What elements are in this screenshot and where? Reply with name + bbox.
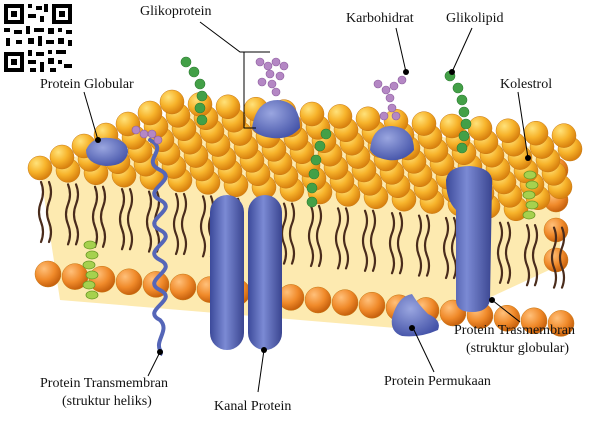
leader-dots — [95, 69, 531, 355]
label-glikolipid: Glikolipid — [446, 11, 504, 26]
lipid-head-lower — [547, 310, 575, 337]
lipid-tail — [64, 183, 72, 246]
lipid-head-lower — [115, 268, 143, 296]
globular-protein — [86, 137, 128, 166]
lipid-tail — [172, 192, 180, 256]
lipid-head — [159, 89, 185, 115]
lipid-tail — [361, 209, 369, 272]
glycoprotein-dome — [252, 100, 300, 139]
lipid-tail — [423, 214, 431, 277]
lipid-tail — [307, 204, 315, 268]
glycoprotein-chains — [131, 57, 407, 145]
lipid-tail — [315, 204, 323, 268]
lipid-tail — [342, 207, 350, 270]
lipid-tail — [523, 224, 531, 287]
lipid-tail — [396, 212, 404, 275]
label-glikoprotein: Glikoprotein — [140, 4, 212, 19]
transmembrane-helix-protein — [148, 138, 168, 352]
label-protein-permukaan: Protein Permukaan — [384, 374, 491, 389]
label-karbohidrat: Karbohidrat — [346, 11, 414, 26]
lipid-tail — [45, 180, 53, 244]
lipid-tail — [531, 224, 539, 287]
transmembrane-globular-protein — [446, 166, 493, 312]
lipid-bilayer — [27, 89, 583, 337]
lipid-head — [551, 123, 577, 148]
lipid-tail — [442, 216, 450, 280]
lipid-tail — [118, 188, 126, 251]
label-protein-transmembran-globular-2: (struktur globular) — [466, 341, 569, 356]
lipid-head-lower — [358, 291, 386, 319]
lipid-head-lower — [493, 304, 521, 332]
lipid-tail — [504, 221, 512, 284]
lipid-tail — [72, 183, 80, 246]
lipid-tail — [37, 180, 45, 244]
label-protein-transmembran-heliks-2: (struktur heliks) — [62, 394, 152, 409]
upper-leaflet-heads — [27, 89, 583, 222]
lipid-head — [215, 94, 241, 120]
lipid-tail — [199, 195, 207, 258]
lipid-head-lower — [34, 260, 62, 288]
lipid-tail — [550, 226, 558, 289]
channel-protein — [210, 195, 282, 350]
lipid-head — [495, 118, 521, 144]
lipid-tail — [496, 221, 504, 284]
lipid-head-lower — [169, 273, 197, 301]
leader-lines — [83, 21, 529, 393]
lipid-head-lower — [520, 307, 548, 335]
qr-code — [4, 4, 72, 72]
lipid-head — [49, 144, 75, 170]
lipid-tail — [369, 209, 377, 272]
label-protein-transmembran-heliks-1: Protein Transmembran — [40, 376, 168, 391]
label-kanal-protein: Kanal Protein — [214, 399, 291, 414]
lipid-tail — [288, 202, 296, 265]
lipid-head-side — [543, 247, 569, 273]
surface-protein — [391, 294, 439, 337]
lipid-tail — [180, 192, 188, 256]
lipid-head — [523, 120, 549, 146]
label-protein-transmembran-globular-1: Protein Trasmembran — [454, 323, 575, 338]
cholesterol-molecules — [82, 170, 539, 300]
lipid-tail — [91, 185, 99, 248]
lipid-head — [467, 116, 493, 141]
lipid-tail — [415, 214, 423, 277]
label-protein-globular: Protein Globular — [40, 77, 134, 92]
lipid-head-lower — [331, 289, 359, 316]
glycolipid-chains — [180, 56, 472, 208]
lipid-head — [355, 106, 381, 132]
lipid-tail — [99, 185, 107, 248]
carbohydrate-protein-dome — [370, 126, 414, 161]
label-kolestrol: Kolestrol — [500, 77, 552, 92]
lipid-head — [137, 100, 163, 126]
lipid-tail — [334, 207, 342, 270]
lipid-tail — [388, 212, 396, 275]
lipid-tail — [558, 226, 566, 289]
lipid-head — [299, 101, 325, 127]
lipid-head — [411, 111, 437, 136]
lipid-head — [27, 155, 53, 181]
lipid-tail — [145, 190, 153, 253]
lipid-head-lower — [304, 286, 332, 314]
lipid-tail — [126, 188, 134, 251]
lipid-head — [327, 104, 353, 129]
